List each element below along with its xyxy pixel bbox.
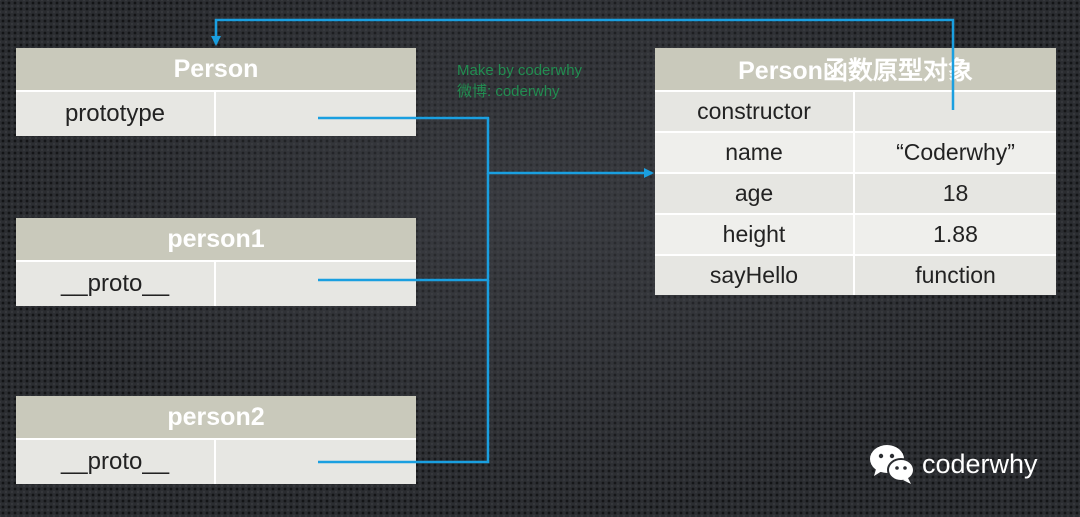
prototype-row-value: “Coderwhy” bbox=[855, 133, 1056, 172]
person-prototype-row: prototype bbox=[16, 92, 416, 136]
person1-proto-key: __proto__ bbox=[16, 262, 216, 306]
prototype-object-table: Person函数原型对象 constructor name “Coderwhy”… bbox=[655, 48, 1056, 295]
watermark: Make by coderwhy 微博: coderwhy bbox=[457, 60, 582, 102]
person-box: Person prototype bbox=[16, 48, 416, 136]
prototype-row-constructor: constructor bbox=[655, 92, 1056, 133]
person2-box: person2 __proto__ bbox=[16, 396, 416, 484]
person1-box: person1 __proto__ bbox=[16, 218, 416, 306]
prototype-row-value: function bbox=[855, 256, 1056, 295]
wechat-icon bbox=[870, 445, 915, 484]
prototype-row-key: height bbox=[655, 215, 855, 254]
prototype-row-value bbox=[855, 92, 1056, 131]
person1-title: person1 bbox=[16, 218, 416, 262]
person2-proto-link bbox=[318, 280, 490, 464]
watermark-line-1: Make by coderwhy bbox=[457, 62, 583, 79]
prototype-table-title: Person函数原型对象 bbox=[655, 48, 1056, 92]
person1-proto-link bbox=[318, 173, 490, 282]
prototype-row-key: sayHello bbox=[655, 256, 855, 295]
person2-proto-key: __proto__ bbox=[16, 440, 216, 484]
person1-proto-value bbox=[216, 262, 416, 306]
prototype-row-key: name bbox=[655, 133, 855, 172]
person2-title: person2 bbox=[16, 396, 416, 440]
prototype-row-age: age 18 bbox=[655, 174, 1056, 215]
prototype-row-key: constructor bbox=[655, 92, 855, 131]
brand-name: coderwhy bbox=[922, 448, 1038, 479]
watermark-line-2: 微博: coderwhy bbox=[457, 83, 560, 100]
person-prototype-value bbox=[216, 92, 416, 136]
person-title: Person bbox=[16, 48, 416, 92]
prototype-link bbox=[318, 116, 654, 178]
prototype-row-height: height 1.88 bbox=[655, 215, 1056, 256]
person1-proto-row: __proto__ bbox=[16, 262, 416, 306]
prototype-row-sayhello: sayHello function bbox=[655, 256, 1056, 295]
prototype-row-value: 18 bbox=[855, 174, 1056, 213]
prototype-row-name: name “Coderwhy” bbox=[655, 133, 1056, 174]
brand-logo: coderwhy bbox=[868, 442, 1038, 486]
prototype-row-value: 1.88 bbox=[855, 215, 1056, 254]
constructor-link bbox=[211, 18, 955, 110]
prototype-row-key: age bbox=[655, 174, 855, 213]
person-prototype-key: prototype bbox=[16, 92, 216, 136]
